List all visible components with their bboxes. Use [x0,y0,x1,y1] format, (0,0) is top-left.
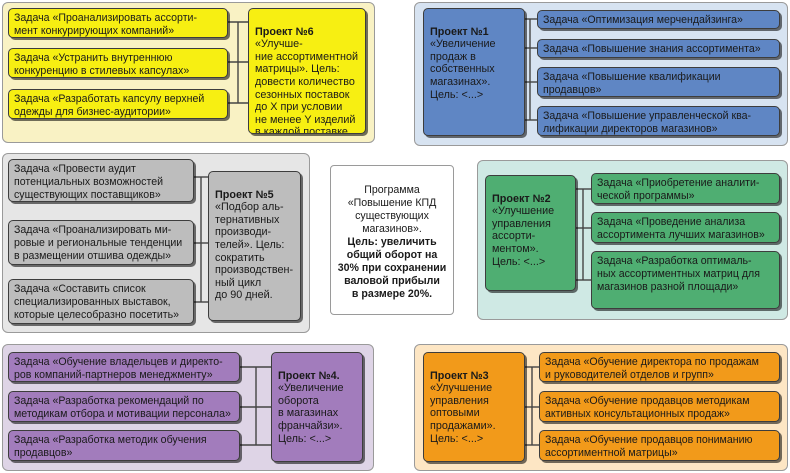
p2-task-1: Задача «Приобретение аналити- ческой про… [591,173,780,204]
p3-task-2: Задача «Обучение продавцов методикам акт… [539,391,780,422]
p4-project-box: Проект №4.«Увеличение оборота в магазина… [271,352,363,462]
p5-title: Проект №5 [215,188,274,201]
p6-task-2: Задача «Устранить внутреннюю конкуренцию… [8,48,228,78]
p6-project-box: Проект №6«Улучше- ние ассортиментной мат… [248,8,366,134]
p1-task-1: Задача «Оптимизация мерчендайзинга» [537,10,780,29]
program-center-box: Программа «Повышение КПД существующих ма… [330,165,454,315]
p1-project-box: Проект №1«Увеличение продаж в собственны… [423,8,525,136]
p1-title: Проект №1 [430,25,489,38]
p2-task-3: Задача «Разработка оптималь- ных ассорти… [591,251,780,309]
p5-task-2: Задача «Проанализировать ми- ровые и рег… [8,220,194,265]
p2-title: Проект №2 [492,192,551,205]
p5-text: «Подбор аль- тернативных производи- теле… [215,201,294,302]
p6-task-1: Задача «Проанализировать ассорти- мент к… [8,8,228,38]
p1-text: «Увеличение продаж в собственных магазин… [430,38,496,101]
p4-task-2: Задача «Разработка рекомендаций по метод… [8,391,240,422]
p6-text: «Улучше- ние ассортиментной матрицы». Це… [255,38,359,134]
p1-task-3: Задача «Повышение квалификации продавцов… [537,67,780,97]
p2-project-box: Проект №2«Улучшение управления ассорти- … [485,175,576,291]
p1-task-2: Задача «Повышение знания ассортимента» [537,39,780,58]
program-goal: Цель: увеличить общий оборот на 30% при … [337,236,447,300]
p4-text: «Увеличение оборота в магазинах франчайз… [278,382,344,445]
p3-task-1: Задача «Обучение директора по продажам и… [539,352,780,382]
p5-project-box: Проект №5«Подбор аль- тернативных произв… [208,171,301,321]
p5-task-3: Задача «Составить список специализирован… [8,279,194,324]
p2-text: «Улучшение управления ассорти- ментом». … [492,205,555,268]
program-title: Программа «Повышение КПД существующих ма… [347,184,437,235]
p4-task-1: Задача «Обучение владельцев и директо- р… [8,352,240,382]
p3-task-3: Задача «Обучение продавцов пониманию асс… [539,430,780,461]
p3-title: Проект №3 [430,369,489,382]
p4-task-3: Задача «Разработка методик обучения прод… [8,430,240,461]
p6-title: Проект №6 [255,25,314,38]
p6-task-3: Задача «Разработать капсулу верхней одеж… [8,89,228,119]
p3-text: «Улучшение управления оптовыми продажами… [430,382,496,445]
p5-task-1: Задача «Провести аудит потенциальных воз… [8,159,194,202]
p2-task-2: Задача «Проведение анализа ассортимента … [591,212,780,243]
p3-project-box: Проект №3«Улучшение управления оптовыми … [423,352,525,462]
p4-title: Проект №4. [278,369,340,382]
p1-task-4: Задача «Повышение управленческой ква- ли… [537,106,780,136]
